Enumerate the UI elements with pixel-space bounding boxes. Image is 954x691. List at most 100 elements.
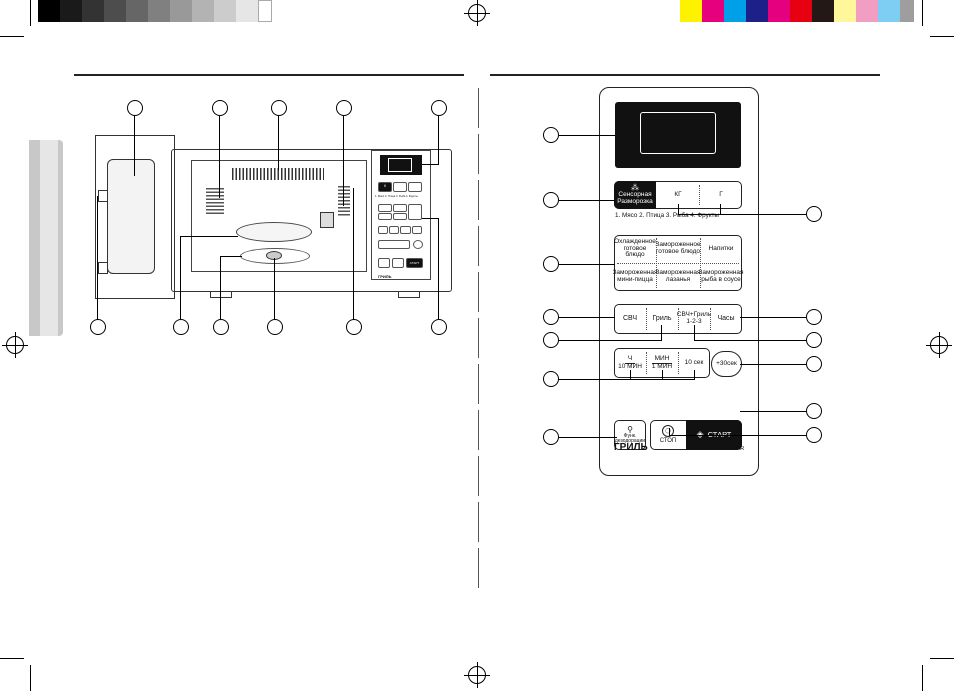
callout-panel-right-2: [806, 309, 822, 325]
callout-panel-left-3: [543, 256, 559, 272]
door-latch-top: [98, 190, 108, 202]
leader: [678, 214, 806, 215]
leader: [661, 325, 662, 341]
foot-left: [210, 291, 232, 298]
leader: [740, 411, 806, 412]
callout-panel-right-6: [806, 427, 822, 443]
separator: [710, 308, 711, 330]
kg-button[interactable]: КГ: [674, 190, 682, 198]
min-label: МИН: [651, 355, 673, 364]
page-divider: [478, 88, 479, 588]
mw-btn-time: [378, 240, 410, 249]
combi-button[interactable]: СВЧ+Гриль 1-2-3: [676, 304, 712, 334]
auto-cook-label: Замороженная: [612, 269, 658, 277]
callout-panel-left-6: [543, 371, 559, 387]
mw-btn-stop: [392, 258, 404, 268]
door: [95, 135, 175, 299]
leader: [559, 200, 615, 201]
combi-label-1: СВЧ+Гриль: [676, 311, 712, 319]
leader: [630, 370, 631, 380]
callout-bottom-5: [346, 319, 362, 335]
registration-mark-top: [464, 0, 490, 26]
callout-top-3: [271, 100, 287, 116]
stop-button[interactable]: ◯ СТОП: [650, 420, 686, 450]
mw-btn-mw: [378, 226, 388, 234]
auto-cook-chilled-ready-meal[interactable]: Охлажденное готовое блюдо: [614, 235, 656, 263]
separator: [678, 308, 679, 330]
defrost-label-1: Сенсорная: [618, 191, 652, 199]
leader: [353, 188, 354, 319]
min-1min-button[interactable]: МИН 1 МИН: [646, 348, 678, 378]
leader: [278, 116, 279, 170]
leader: [422, 164, 439, 165]
auto-cook-frozen-lasagna[interactable]: Замороженная лазанья: [655, 263, 700, 291]
registration-mark-right: [926, 332, 952, 358]
cooking-cavity: [191, 160, 367, 272]
registration-mark-left: [2, 332, 28, 358]
leader: [134, 116, 135, 176]
callout-panel-right-5: [806, 403, 822, 419]
mw-btn-grill: [389, 226, 399, 234]
header-rule-left: [74, 74, 464, 76]
door-window: [107, 159, 155, 274]
callout-bottom-3: [213, 319, 229, 335]
ten-min-label: 10 МИН: [618, 362, 642, 370]
stop-label: СТОП: [659, 438, 677, 445]
leader: [219, 116, 220, 198]
mw-btn-combo: [400, 226, 411, 234]
microwave-button[interactable]: СВЧ: [622, 315, 638, 323]
g-button[interactable]: Г: [719, 190, 723, 198]
leader: [97, 196, 98, 319]
auto-cook-frozen-ready-meal[interactable]: Замороженное готовое блюдо: [655, 235, 701, 263]
separator: [646, 308, 647, 330]
auto-cook-label: готовое блюдо: [623, 244, 647, 259]
right-vents: [338, 186, 350, 216]
waveguide-cover: [320, 212, 334, 228]
leader: [559, 379, 694, 380]
clock-button[interactable]: Часы: [717, 315, 735, 323]
combi-label-2: 1-2-3: [686, 318, 702, 325]
leader: [720, 204, 721, 215]
callout-panel-left-5: [543, 332, 559, 348]
leader: [740, 317, 806, 318]
auto-cook-frozen-mini-pizza[interactable]: Замороженная мини-пицца: [612, 263, 658, 291]
callout-bottom-1: [90, 319, 106, 335]
start-icon: ◈: [697, 429, 704, 439]
leader: [220, 256, 242, 257]
auto-cook-label: Напитки: [708, 244, 734, 252]
auto-cook-label: Замороженная: [698, 269, 744, 277]
mw-btn-auto3: [408, 204, 422, 220]
callout-panel-left-2: [543, 192, 559, 208]
mw-brand: ГРИЛЬ: [378, 274, 392, 279]
hour-10min-button[interactable]: Ч 10 МИН: [614, 348, 646, 378]
display: [615, 102, 741, 168]
auto-cook-frozen-fish-sauce[interactable]: Замороженная рыба в соусе: [698, 263, 744, 291]
sensor-defrost-button[interactable]: ⁂ Сенсорная Разморозка: [614, 181, 656, 209]
defrost-icon: ⁂: [631, 183, 639, 193]
ten-sec-button[interactable]: 10 сек: [684, 358, 704, 366]
grill-button[interactable]: Гриль: [652, 315, 672, 323]
mw-defrost-options: 1. Мясо 2. Птица 3. Рыба 4. Фрукты: [375, 195, 418, 198]
microwave-display-window: [388, 158, 412, 172]
door-latch-bottom: [98, 262, 108, 274]
plus-30-sec-button[interactable]: +30сек: [711, 351, 742, 377]
deodorization-button[interactable]: ⚲ Функ. дезодорации: [614, 420, 646, 450]
leader: [438, 218, 439, 319]
stop-icon: ◯: [662, 425, 674, 438]
auto-cook-drinks[interactable]: Напитки: [700, 235, 742, 263]
mw-btn-plus30: [413, 240, 423, 249]
leader: [438, 116, 439, 164]
callout-panel-right-4: [806, 356, 822, 372]
separator: [646, 352, 647, 374]
leader: [669, 428, 670, 436]
leader: [740, 364, 806, 365]
deodorization-label-1: Функ.: [623, 432, 637, 439]
auto-cook-label: готовое блюдо: [656, 248, 700, 255]
mode-group: [614, 304, 742, 334]
callout-panel-left-4: [543, 309, 559, 325]
leader: [343, 116, 344, 206]
auto-cook-label: Замороженное: [655, 241, 701, 249]
leader: [559, 340, 661, 341]
separator: [699, 185, 700, 205]
deodorization-label-2: дезодорации: [614, 438, 646, 444]
